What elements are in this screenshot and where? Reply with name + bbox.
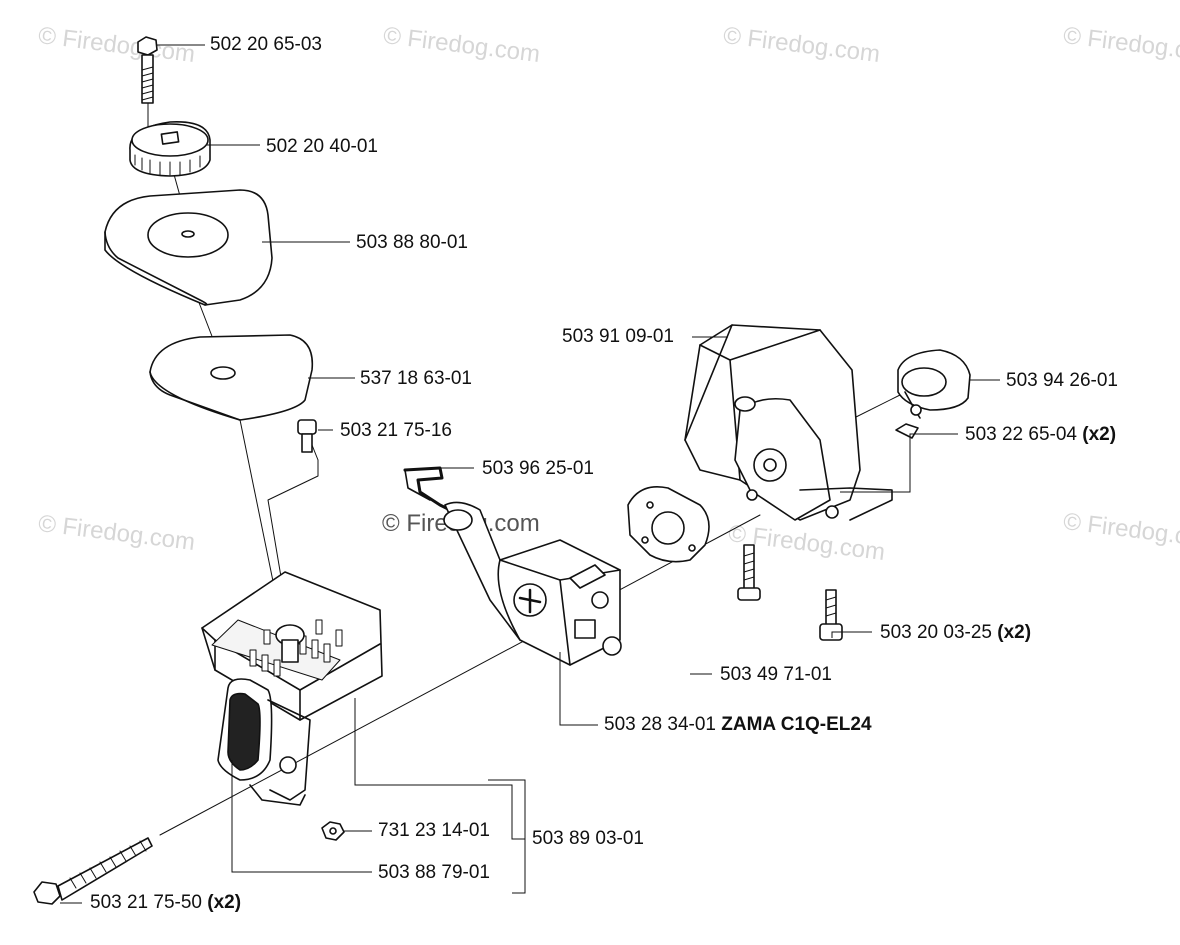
nut-731231401 <box>321 821 345 841</box>
part-label: 503 49 71-01 <box>720 664 832 685</box>
part-label: 503 89 03-01 <box>532 828 644 849</box>
part-label: 503 20 03-25 (x2) <box>880 622 1032 643</box>
part-label: 503 21 75-16 <box>340 420 452 441</box>
bolt-503217550 <box>33 837 153 905</box>
cap-503942601 <box>897 349 971 419</box>
screws-503200325 <box>737 544 843 641</box>
part-label: 503 91 09-01 <box>562 326 674 347</box>
part-label: 503 96 25-01 <box>482 458 594 479</box>
washer-503226504 <box>895 423 919 439</box>
part-label: 503 28 34-01 ZAMA C1Q-EL24 <box>604 714 872 735</box>
screw-503217516 <box>297 419 317 453</box>
filter-cover-503888001 <box>104 189 273 306</box>
housing-base-503887901 <box>217 678 311 806</box>
gasket-503497101 <box>627 486 710 563</box>
part-label: 503 88 80-01 <box>356 232 468 253</box>
part-label: 502 20 40-01 <box>266 136 378 157</box>
filter-537186301 <box>149 334 314 421</box>
part-label: 537 18 63-01 <box>360 368 472 389</box>
part-label: 731 23 14-01 <box>378 820 490 841</box>
part-label: 503 88 79-01 <box>378 862 490 883</box>
knob-502204001 <box>129 121 211 177</box>
part-label: 503 94 26-01 <box>1006 370 1118 391</box>
part-label: 503 22 65-04 (x2) <box>965 424 1117 445</box>
bolt-502206503 <box>137 36 158 104</box>
part-label: 503 21 75-50 (x2) <box>90 892 242 913</box>
carburetor-503283401 <box>443 501 622 666</box>
intake-bracket-503910901 <box>684 324 893 521</box>
part-label: 502 20 65-03 <box>210 34 322 55</box>
